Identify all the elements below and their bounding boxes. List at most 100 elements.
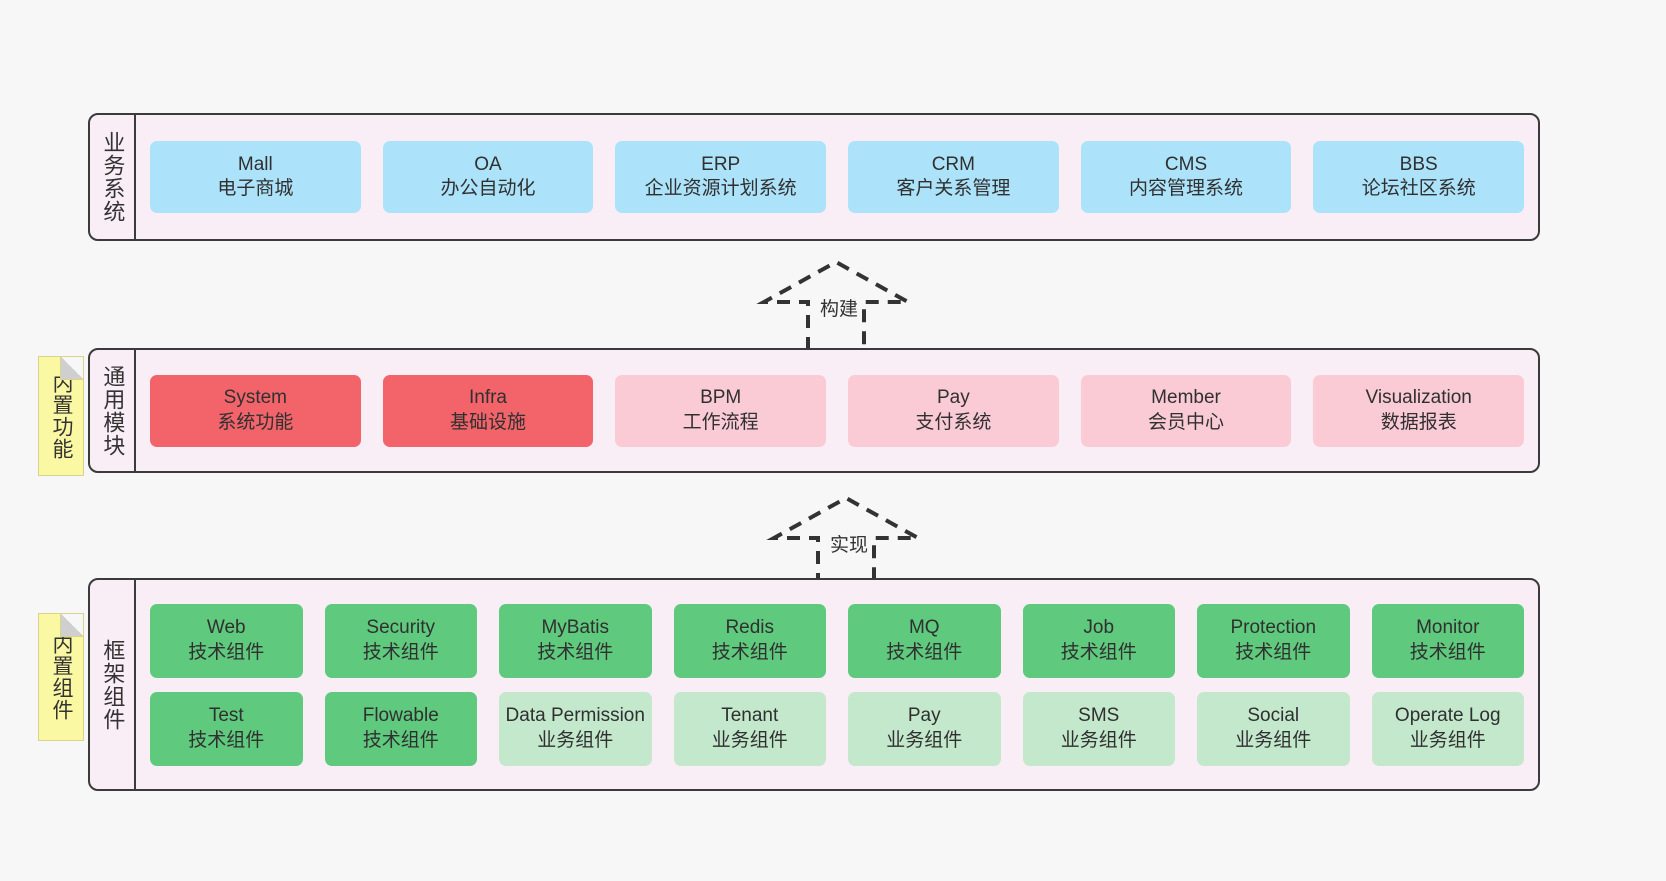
- node-title: Data Permission: [505, 705, 645, 727]
- node-subtitle: 论坛社区系统: [1361, 178, 1476, 199]
- node-title: ERP: [701, 153, 741, 175]
- node-monitor[interactable]: Monitor 技术组件: [1371, 603, 1524, 678]
- node-title: CRM: [931, 153, 975, 175]
- node-subtitle: 技术组件: [188, 641, 265, 663]
- node-subtitle: 工作流程: [682, 411, 759, 433]
- node-title: Job: [1083, 617, 1115, 639]
- node-flowable[interactable]: Flowable 技术组件: [324, 691, 477, 766]
- node-mq[interactable]: MQ 技术组件: [848, 603, 1001, 678]
- node-subtitle: 企业资源计划系统: [644, 178, 797, 199]
- node-cms[interactable]: CMS 内容管理系统: [1080, 141, 1292, 213]
- node-subtitle: 技术组件: [1235, 641, 1312, 663]
- node-title: Security: [366, 617, 436, 639]
- node-protection[interactable]: Protection 技术组件: [1197, 603, 1350, 678]
- layer-body-common-module: System 系统功能 Infra 基础设施 BPM 工作流程 Pay 支付系统…: [136, 350, 1538, 471]
- node-title: Redis: [725, 617, 775, 639]
- node-subtitle: 系统功能: [217, 411, 294, 433]
- node-job[interactable]: Job 技术组件: [1022, 603, 1175, 678]
- node-subtitle: 技术组件: [1409, 641, 1486, 663]
- node-redis[interactable]: Redis 技术组件: [673, 603, 826, 678]
- node-title: Member: [1151, 387, 1221, 409]
- node-pay-module[interactable]: Pay 支付系统: [848, 374, 1059, 447]
- node-subtitle: 内容管理系统: [1129, 178, 1244, 199]
- node-subtitle: 业务组件: [711, 729, 788, 751]
- node-title: Infra: [468, 387, 508, 409]
- node-subtitle: 电子商城: [217, 178, 294, 199]
- node-erp[interactable]: ERP 企业资源计划系统: [615, 141, 827, 213]
- node-operate-log[interactable]: Operate Log 业务组件: [1371, 691, 1524, 766]
- node-title: MQ: [908, 617, 940, 639]
- node-subtitle: 客户关系管理: [896, 178, 1011, 199]
- dashed-hollow-arrow-up-icon: [766, 495, 926, 586]
- node-subtitle: 数据报表: [1380, 411, 1457, 433]
- node-title: Protection: [1230, 617, 1317, 639]
- node-subtitle: 办公自动化: [440, 178, 536, 199]
- node-title: Flowable: [362, 705, 439, 727]
- arrow-implement: 实现: [766, 494, 926, 586]
- node-title: Operate Log: [1394, 705, 1501, 727]
- node-row: Web 技术组件 Security 技术组件 MyBatis 技术组件 Redi…: [150, 603, 1524, 678]
- node-web[interactable]: Web 技术组件: [150, 603, 303, 678]
- node-title: Pay: [936, 387, 970, 409]
- arrow-implement-label: 实现: [828, 530, 871, 557]
- node-title: System: [223, 387, 288, 409]
- layer-common-module: 通用模块 System 系统功能 Infra 基础设施 BPM 工作流程 Pay…: [88, 348, 1540, 473]
- node-title: Tenant: [721, 705, 779, 727]
- arrow-build: 构建: [756, 258, 916, 350]
- node-row: System 系统功能 Infra 基础设施 BPM 工作流程 Pay 支付系统…: [150, 374, 1525, 447]
- node-system[interactable]: System 系统功能: [150, 374, 361, 447]
- node-title: Social: [1247, 705, 1300, 727]
- node-tenant[interactable]: Tenant 业务组件: [673, 691, 826, 766]
- layer-label-common-module: 通用模块: [90, 350, 136, 471]
- layer-framework-component: 框架组件 Web 技术组件 Security 技术组件 MyBatis 技术组件…: [88, 578, 1540, 791]
- node-social[interactable]: Social 业务组件: [1197, 691, 1350, 766]
- node-crm[interactable]: CRM 客户关系管理: [848, 141, 1059, 213]
- node-subtitle: 基础设施: [450, 411, 527, 433]
- sticky-note-label: 内置功能: [49, 372, 73, 460]
- node-title: SMS: [1078, 705, 1120, 727]
- node-subtitle: 业务组件: [886, 729, 963, 751]
- node-oa[interactable]: OA 办公自动化: [382, 141, 594, 213]
- node-sms[interactable]: SMS 业务组件: [1022, 691, 1175, 766]
- node-mybatis[interactable]: MyBatis 技术组件: [499, 603, 652, 678]
- node-subtitle: 会员中心: [1148, 411, 1225, 433]
- node-subtitle: 技术组件: [362, 641, 439, 663]
- node-bpm[interactable]: BPM 工作流程: [615, 374, 827, 447]
- node-test[interactable]: Test 技术组件: [150, 691, 303, 766]
- node-title: Monitor: [1416, 617, 1480, 639]
- arrow-build-label: 构建: [818, 294, 861, 321]
- layer-business-system: 业务系统 Mall 电子商城 OA 办公自动化 ERP 企业资源计划系统 CRM…: [88, 113, 1540, 241]
- node-subtitle: 技术组件: [886, 641, 963, 663]
- node-title: BBS: [1399, 153, 1438, 175]
- layer-body-business-system: Mall 电子商城 OA 办公自动化 ERP 企业资源计划系统 CRM 客户关系…: [136, 115, 1538, 239]
- node-title: MyBatis: [541, 617, 610, 639]
- node-member[interactable]: Member 会员中心: [1080, 374, 1292, 447]
- node-title: Pay: [907, 705, 941, 727]
- node-mall[interactable]: Mall 电子商城: [150, 141, 361, 213]
- sticky-note-label: 内置组件: [49, 633, 73, 721]
- node-row: Test 技术组件 Flowable 技术组件 Data Permission …: [150, 691, 1524, 766]
- node-bbs[interactable]: BBS 论坛社区系统: [1313, 141, 1525, 213]
- node-data-permission[interactable]: Data Permission 业务组件: [499, 691, 652, 766]
- node-subtitle: 业务组件: [1235, 729, 1312, 751]
- dashed-hollow-arrow-up-icon: [756, 259, 916, 350]
- node-visualization[interactable]: Visualization 数据报表: [1313, 374, 1525, 447]
- node-subtitle: 业务组件: [537, 729, 614, 751]
- node-title: CMS: [1164, 153, 1208, 175]
- node-infra[interactable]: Infra 基础设施: [382, 374, 594, 447]
- node-title: Test: [208, 705, 244, 727]
- node-title: Web: [206, 617, 246, 639]
- node-pay-component[interactable]: Pay 业务组件: [848, 691, 1001, 766]
- node-subtitle: 技术组件: [362, 729, 439, 751]
- layer-body-framework-component: Web 技术组件 Security 技术组件 MyBatis 技术组件 Redi…: [136, 580, 1538, 789]
- node-security[interactable]: Security 技术组件: [324, 603, 477, 678]
- node-title: BPM: [700, 387, 742, 409]
- node-title: OA: [474, 153, 502, 175]
- node-subtitle: 技术组件: [537, 641, 614, 663]
- node-row: Mall 电子商城 OA 办公自动化 ERP 企业资源计划系统 CRM 客户关系…: [150, 141, 1525, 213]
- node-title: Visualization: [1365, 387, 1472, 409]
- layer-label-business-system: 业务系统: [90, 115, 136, 239]
- node-subtitle: 技术组件: [1060, 641, 1137, 663]
- sticky-note-builtin-function: 内置功能: [38, 356, 84, 476]
